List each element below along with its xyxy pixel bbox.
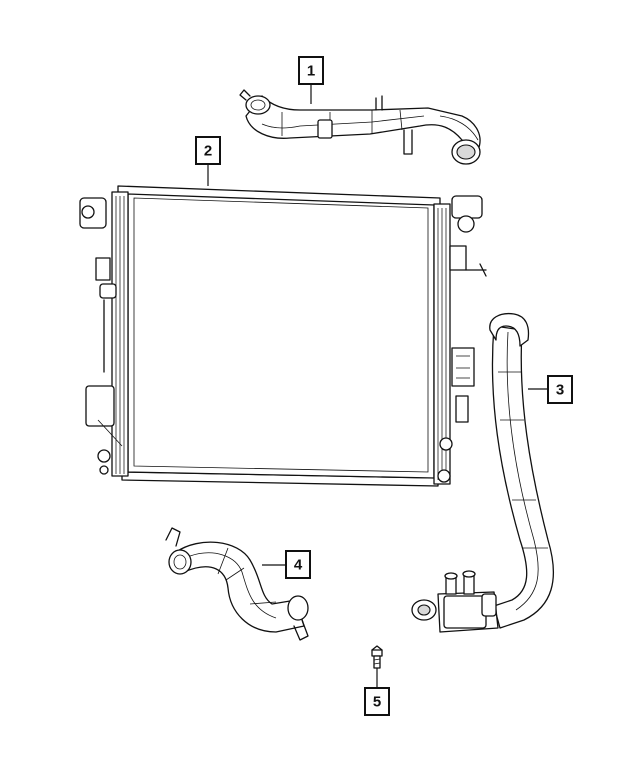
bolt xyxy=(371,645,383,669)
callout-4: 4 xyxy=(262,550,311,579)
radiator xyxy=(79,185,487,487)
callout-5-label: 5 xyxy=(373,694,381,711)
callout-1-label: 1 xyxy=(307,63,315,80)
callout-5: 5 xyxy=(364,668,390,716)
callout-3: 3 xyxy=(528,375,573,404)
callout-2: 2 xyxy=(195,136,221,186)
upper-radiator-hose xyxy=(239,89,481,165)
callout-4-label: 4 xyxy=(294,557,303,574)
lower-radiator-hose xyxy=(411,312,555,633)
bypass-hose xyxy=(165,527,309,641)
callout-3-label: 3 xyxy=(556,382,564,399)
callout-2-label: 2 xyxy=(204,143,212,160)
callout-1: 1 xyxy=(298,56,324,104)
